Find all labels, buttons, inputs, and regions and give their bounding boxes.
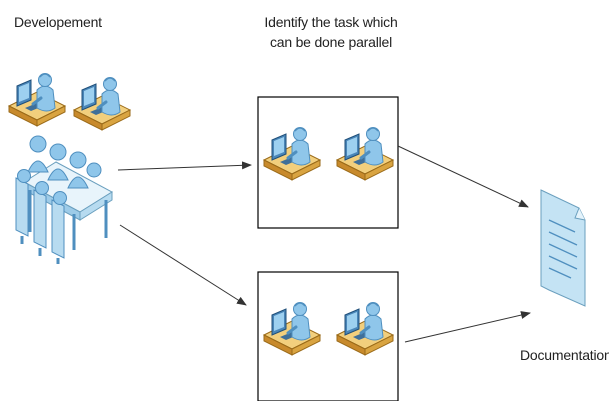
person-at-desk-icon (7, 72, 67, 128)
person-at-desk-icon (72, 76, 132, 132)
parallel-task-label-line-2: can be done parallel (269, 34, 393, 50)
development-label: Developement (14, 14, 102, 30)
arrow-to-bottom-box (119, 224, 247, 306)
arrow-top-to-documentation (397, 145, 529, 208)
parallel-task-label: Identify the task which can be done para… (258, 12, 404, 52)
arrow-bottom-to-documentation (404, 311, 531, 343)
documentation-label: Documentation (520, 347, 609, 363)
arrow-to-top-box (117, 161, 252, 171)
document-icon (540, 189, 586, 307)
parallel-task-label-line-1: Identify the task which (264, 14, 398, 30)
meeting-table-icon (15, 135, 113, 264)
